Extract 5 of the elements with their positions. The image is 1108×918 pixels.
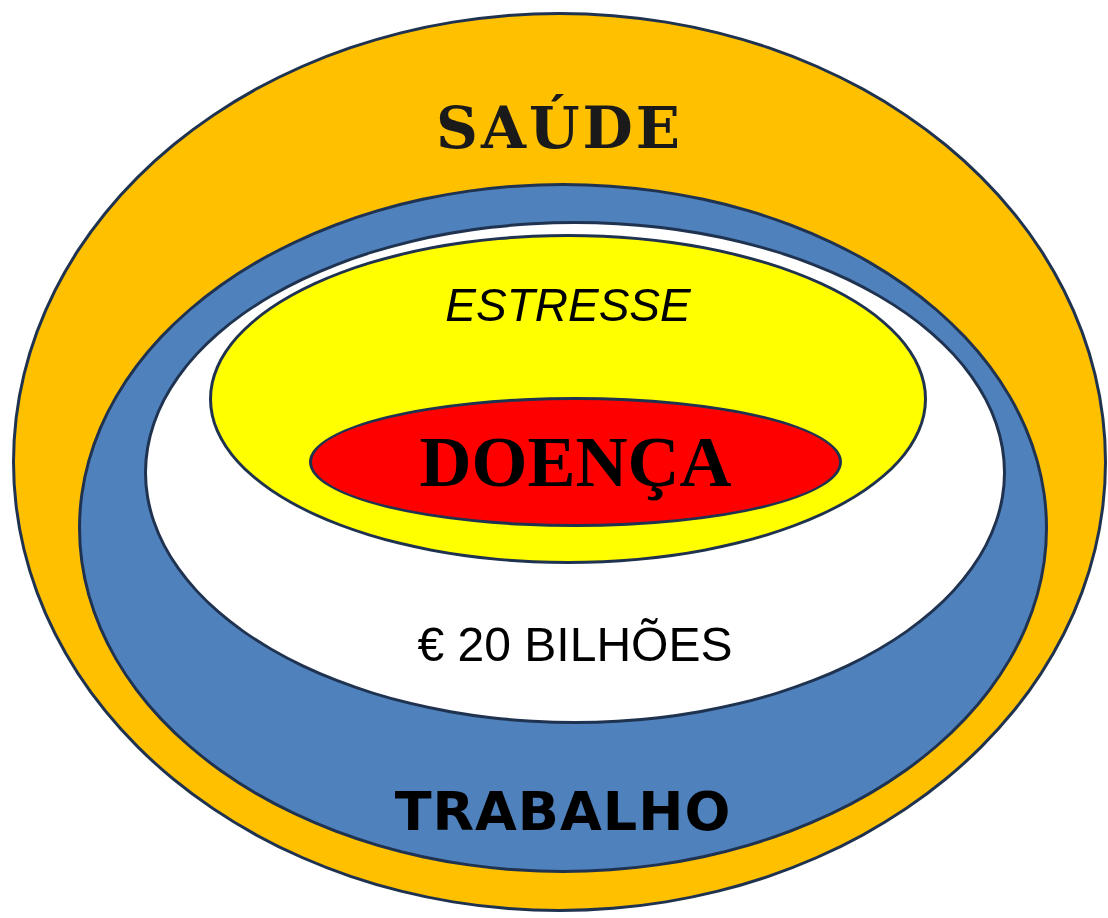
region-label: DOENÇA [419,420,732,504]
region-label: TRABALHO [394,779,732,843]
region-label: € 20 BILHÕES [417,616,733,672]
region-label: SAÚDE [436,94,683,162]
region-label: ESTRESSE [445,278,691,332]
